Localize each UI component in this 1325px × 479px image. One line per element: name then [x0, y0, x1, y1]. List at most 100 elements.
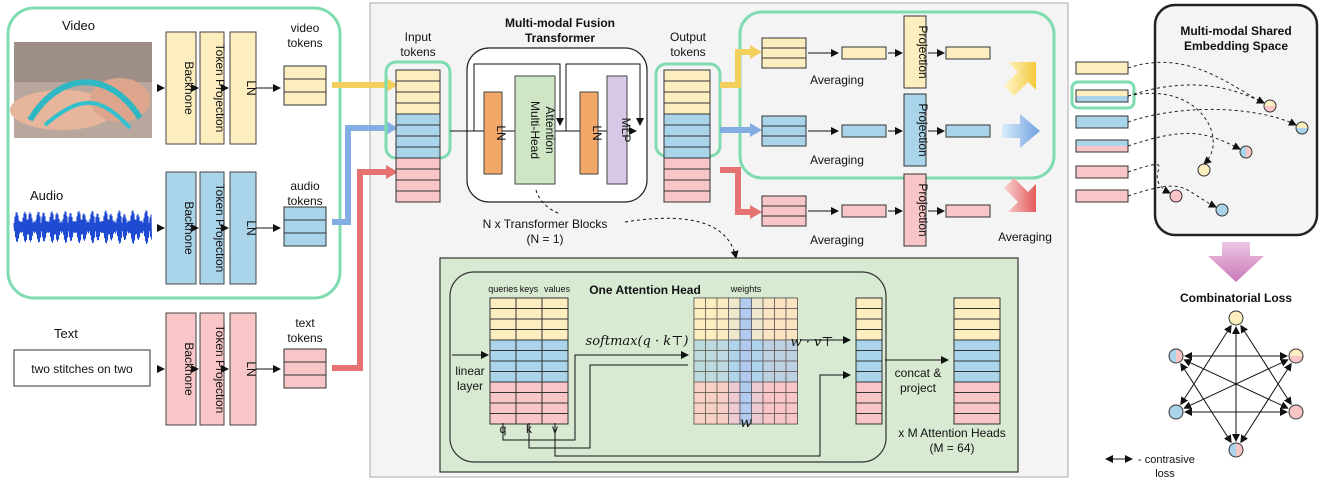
- audio-ln-label: LN: [244, 220, 258, 235]
- video-projection-block: [903, 15, 927, 89]
- audio-branch-token-1: [761, 125, 807, 137]
- weight-col-tint: [763, 298, 775, 424]
- weight-col-tint: [705, 298, 717, 424]
- audio-branch-token-0: [761, 115, 807, 127]
- embedding-token-frame: [1070, 80, 1136, 110]
- concat-cell-4: [953, 339, 1001, 351]
- audio-token-0: [283, 206, 327, 221]
- video-audio-frame: [6, 6, 342, 300]
- loss-node-4: [1168, 404, 1184, 420]
- audio-arrow: [332, 125, 388, 225]
- m-heads-value: (M = 64): [929, 441, 974, 455]
- video-fat-arrow: [1004, 62, 1036, 96]
- loss-node-2: [1288, 404, 1304, 420]
- input-tokens-line1: Input: [405, 30, 432, 44]
- embedding-dot-4: [1169, 189, 1183, 203]
- v-column-cell-8: [541, 381, 569, 393]
- loss-edge-0: [1240, 324, 1292, 406]
- q-column-cell-6: [489, 360, 517, 372]
- weight-col-tint: [694, 298, 706, 424]
- audio-label: Audio: [30, 188, 63, 203]
- fusion-ln1: [483, 91, 503, 175]
- output-token-3: [663, 102, 711, 115]
- embedding-dot-2: [1239, 145, 1253, 159]
- text-label: Text: [54, 326, 78, 341]
- input-token-8: [395, 157, 441, 170]
- audio-waveform: [13, 208, 152, 246]
- input-token-3: [395, 102, 441, 115]
- v-column-cell-0: [541, 297, 569, 309]
- output-token-2: [663, 91, 711, 104]
- audio-tokens-line1: audio: [290, 179, 320, 193]
- audio-tokens-line2: tokens: [287, 194, 322, 208]
- output-token-6: [663, 135, 711, 148]
- concat-cell-7: [953, 371, 1001, 383]
- concat-cell-8: [953, 381, 1001, 393]
- mlp-label: MLP: [619, 118, 633, 143]
- mha-label-line2: Attention: [543, 106, 557, 153]
- k-column-cell-10: [515, 402, 543, 414]
- video-final-token: [945, 46, 991, 60]
- linear-layer-line2: layer: [457, 379, 483, 393]
- embedding-curve-1: [1127, 84, 1265, 104]
- wv-cell-7: [855, 371, 883, 383]
- k-column-cell-1: [515, 308, 543, 320]
- k-column-cell-4: [515, 339, 543, 351]
- input-token-10: [395, 179, 441, 192]
- input-token-11: [395, 190, 441, 203]
- q-column-cell-9: [489, 392, 517, 404]
- audio-final-token: [945, 124, 991, 138]
- output-tokens-line2: tokens: [670, 45, 705, 59]
- input-token-9: [395, 168, 441, 181]
- video-avg-token: [841, 46, 887, 60]
- weight-col-tint: [786, 298, 798, 424]
- v-column-cell-1: [541, 308, 569, 320]
- video-projection-label: Projection: [916, 25, 930, 78]
- averaging-audio: Averaging: [810, 153, 864, 167]
- embedding-token-4: [1075, 165, 1129, 179]
- fusion-title-line1: Multi-modal Fusion: [505, 16, 615, 30]
- legend-text: - contrasive: [1138, 454, 1195, 466]
- loss-title: Combinatorial Loss: [1180, 291, 1292, 305]
- video-tokens-line2: tokens: [287, 36, 322, 50]
- embedding-title-line2: Embedding Space: [1184, 39, 1288, 53]
- weight-col-tint: [717, 298, 729, 424]
- audio-token_projection-block: [199, 171, 225, 285]
- embedding-token-5: [1075, 189, 1129, 203]
- attention-head-inner: [449, 271, 887, 463]
- video-audio-output-frame: [738, 10, 1056, 180]
- softmax-formula: softmax(q · k⊤): [586, 334, 689, 349]
- v-column-cell-7: [541, 371, 569, 383]
- loss-edge-1: [1180, 324, 1232, 406]
- concat-cell-5: [953, 350, 1001, 362]
- text-tokens-line2: tokens: [287, 331, 322, 345]
- video-branch-token-0: [761, 37, 807, 49]
- text-final-token: [945, 204, 991, 218]
- embedding-dot-1: [1295, 121, 1309, 135]
- wv-cell-2: [855, 318, 883, 330]
- input-token-7: [395, 146, 441, 159]
- loss-edge-5: [1180, 362, 1232, 444]
- concat-cell-9: [953, 392, 1001, 404]
- concat-cell-1: [953, 308, 1001, 320]
- wv-cell-5: [855, 350, 883, 362]
- video-branch-token-2: [761, 57, 807, 69]
- v-column-cell-2: [541, 318, 569, 330]
- audio-branch-token-2: [761, 135, 807, 147]
- output-token-4: [663, 113, 711, 126]
- blocks-label: N x Transformer Blocks: [483, 217, 608, 231]
- embedding-curve-0: [1127, 61, 1265, 104]
- weight-cell: [785, 413, 798, 425]
- loss-node-0: [1228, 310, 1244, 326]
- averaging-right: Averaging: [998, 230, 1052, 244]
- video-tokens-line1: video: [291, 21, 320, 35]
- embedding-title-line1: Multi-modal Shared: [1180, 24, 1291, 38]
- audio-token-1: [283, 219, 327, 234]
- embedding-curve-6: [1127, 92, 1214, 165]
- text-tokens-line1: text: [295, 316, 315, 330]
- output-token-7: [663, 146, 711, 159]
- input-token-4: [395, 113, 441, 126]
- output-token-10: [663, 179, 711, 192]
